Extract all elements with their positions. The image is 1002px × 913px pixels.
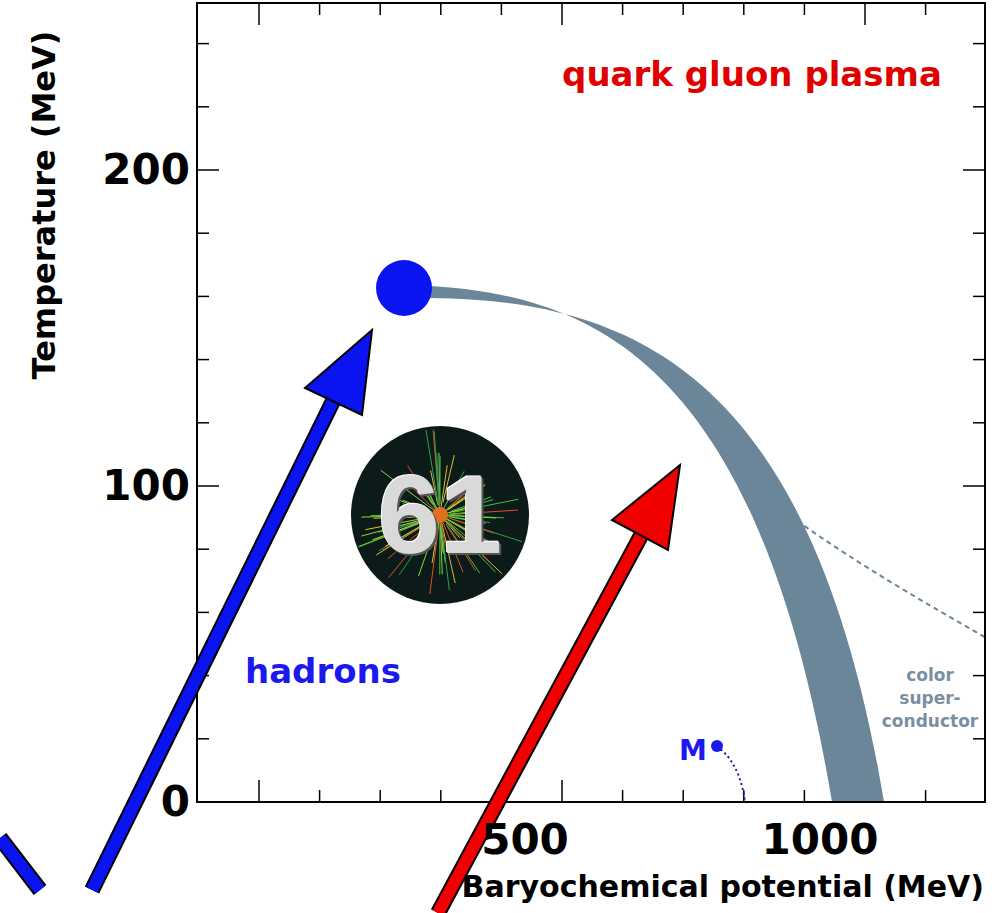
tick [963,485,985,487]
tick [440,3,442,15]
logo-circle: 61 [350,425,530,605]
region-label: M [679,736,707,767]
tick [197,232,209,234]
tick-label: 0 [161,779,190,825]
tick [197,612,209,614]
tick [197,169,219,171]
tick [973,675,985,677]
tick [973,422,985,424]
axis-ticks [197,3,985,802]
tick [197,422,209,424]
tick [973,232,985,234]
tick [973,612,985,614]
tick [622,3,624,15]
tick-label: 100 [102,463,190,509]
tick [258,3,260,25]
tick [973,548,985,550]
tick [743,790,745,802]
blue-arrow-shaft [92,395,336,890]
critical-point [376,260,432,316]
tick [963,169,985,171]
blue-arrow-line [0,838,40,890]
tick [804,3,806,15]
axis-title: Temperature (MeV) [27,31,62,380]
red-arrow-head [612,465,680,550]
tick [197,43,209,45]
tick-label: 1000 [762,817,879,863]
tick [197,485,219,487]
tick [197,359,209,361]
tick [501,3,503,15]
tick [682,790,684,802]
tick [319,790,321,802]
tick [973,359,985,361]
tick [561,3,563,25]
region-label: color super- conductor [882,664,978,733]
tick [622,790,624,802]
tick [973,296,985,298]
tick [925,790,927,802]
tick-label: 500 [481,817,569,863]
dashed-boundary [775,505,985,640]
arrow-outline [92,395,336,890]
logo-number: 61 [378,459,503,571]
tick-label: 200 [102,147,190,193]
tick [743,3,745,15]
tick [197,548,209,550]
tick [440,790,442,802]
m-point [711,740,723,752]
arrow-outline [0,838,40,890]
blue-arrow-head [305,330,372,415]
tick [258,780,260,802]
tick [864,3,866,25]
tick [973,738,985,740]
region-label: hadrons [245,653,401,690]
tick [197,738,209,740]
region-label: quark gluon plasma [562,56,942,93]
plot-frame [197,3,985,802]
tick [682,3,684,15]
tick [804,790,806,802]
dotted-line [717,746,745,802]
tick [379,790,381,802]
tick [925,3,927,15]
tick [197,296,209,298]
tick [319,3,321,15]
tick [561,780,563,802]
tick [973,106,985,108]
tick [973,43,985,45]
tick [379,3,381,15]
axis-title: Baryochemical potential (MeV) [462,870,984,903]
tick [197,106,209,108]
